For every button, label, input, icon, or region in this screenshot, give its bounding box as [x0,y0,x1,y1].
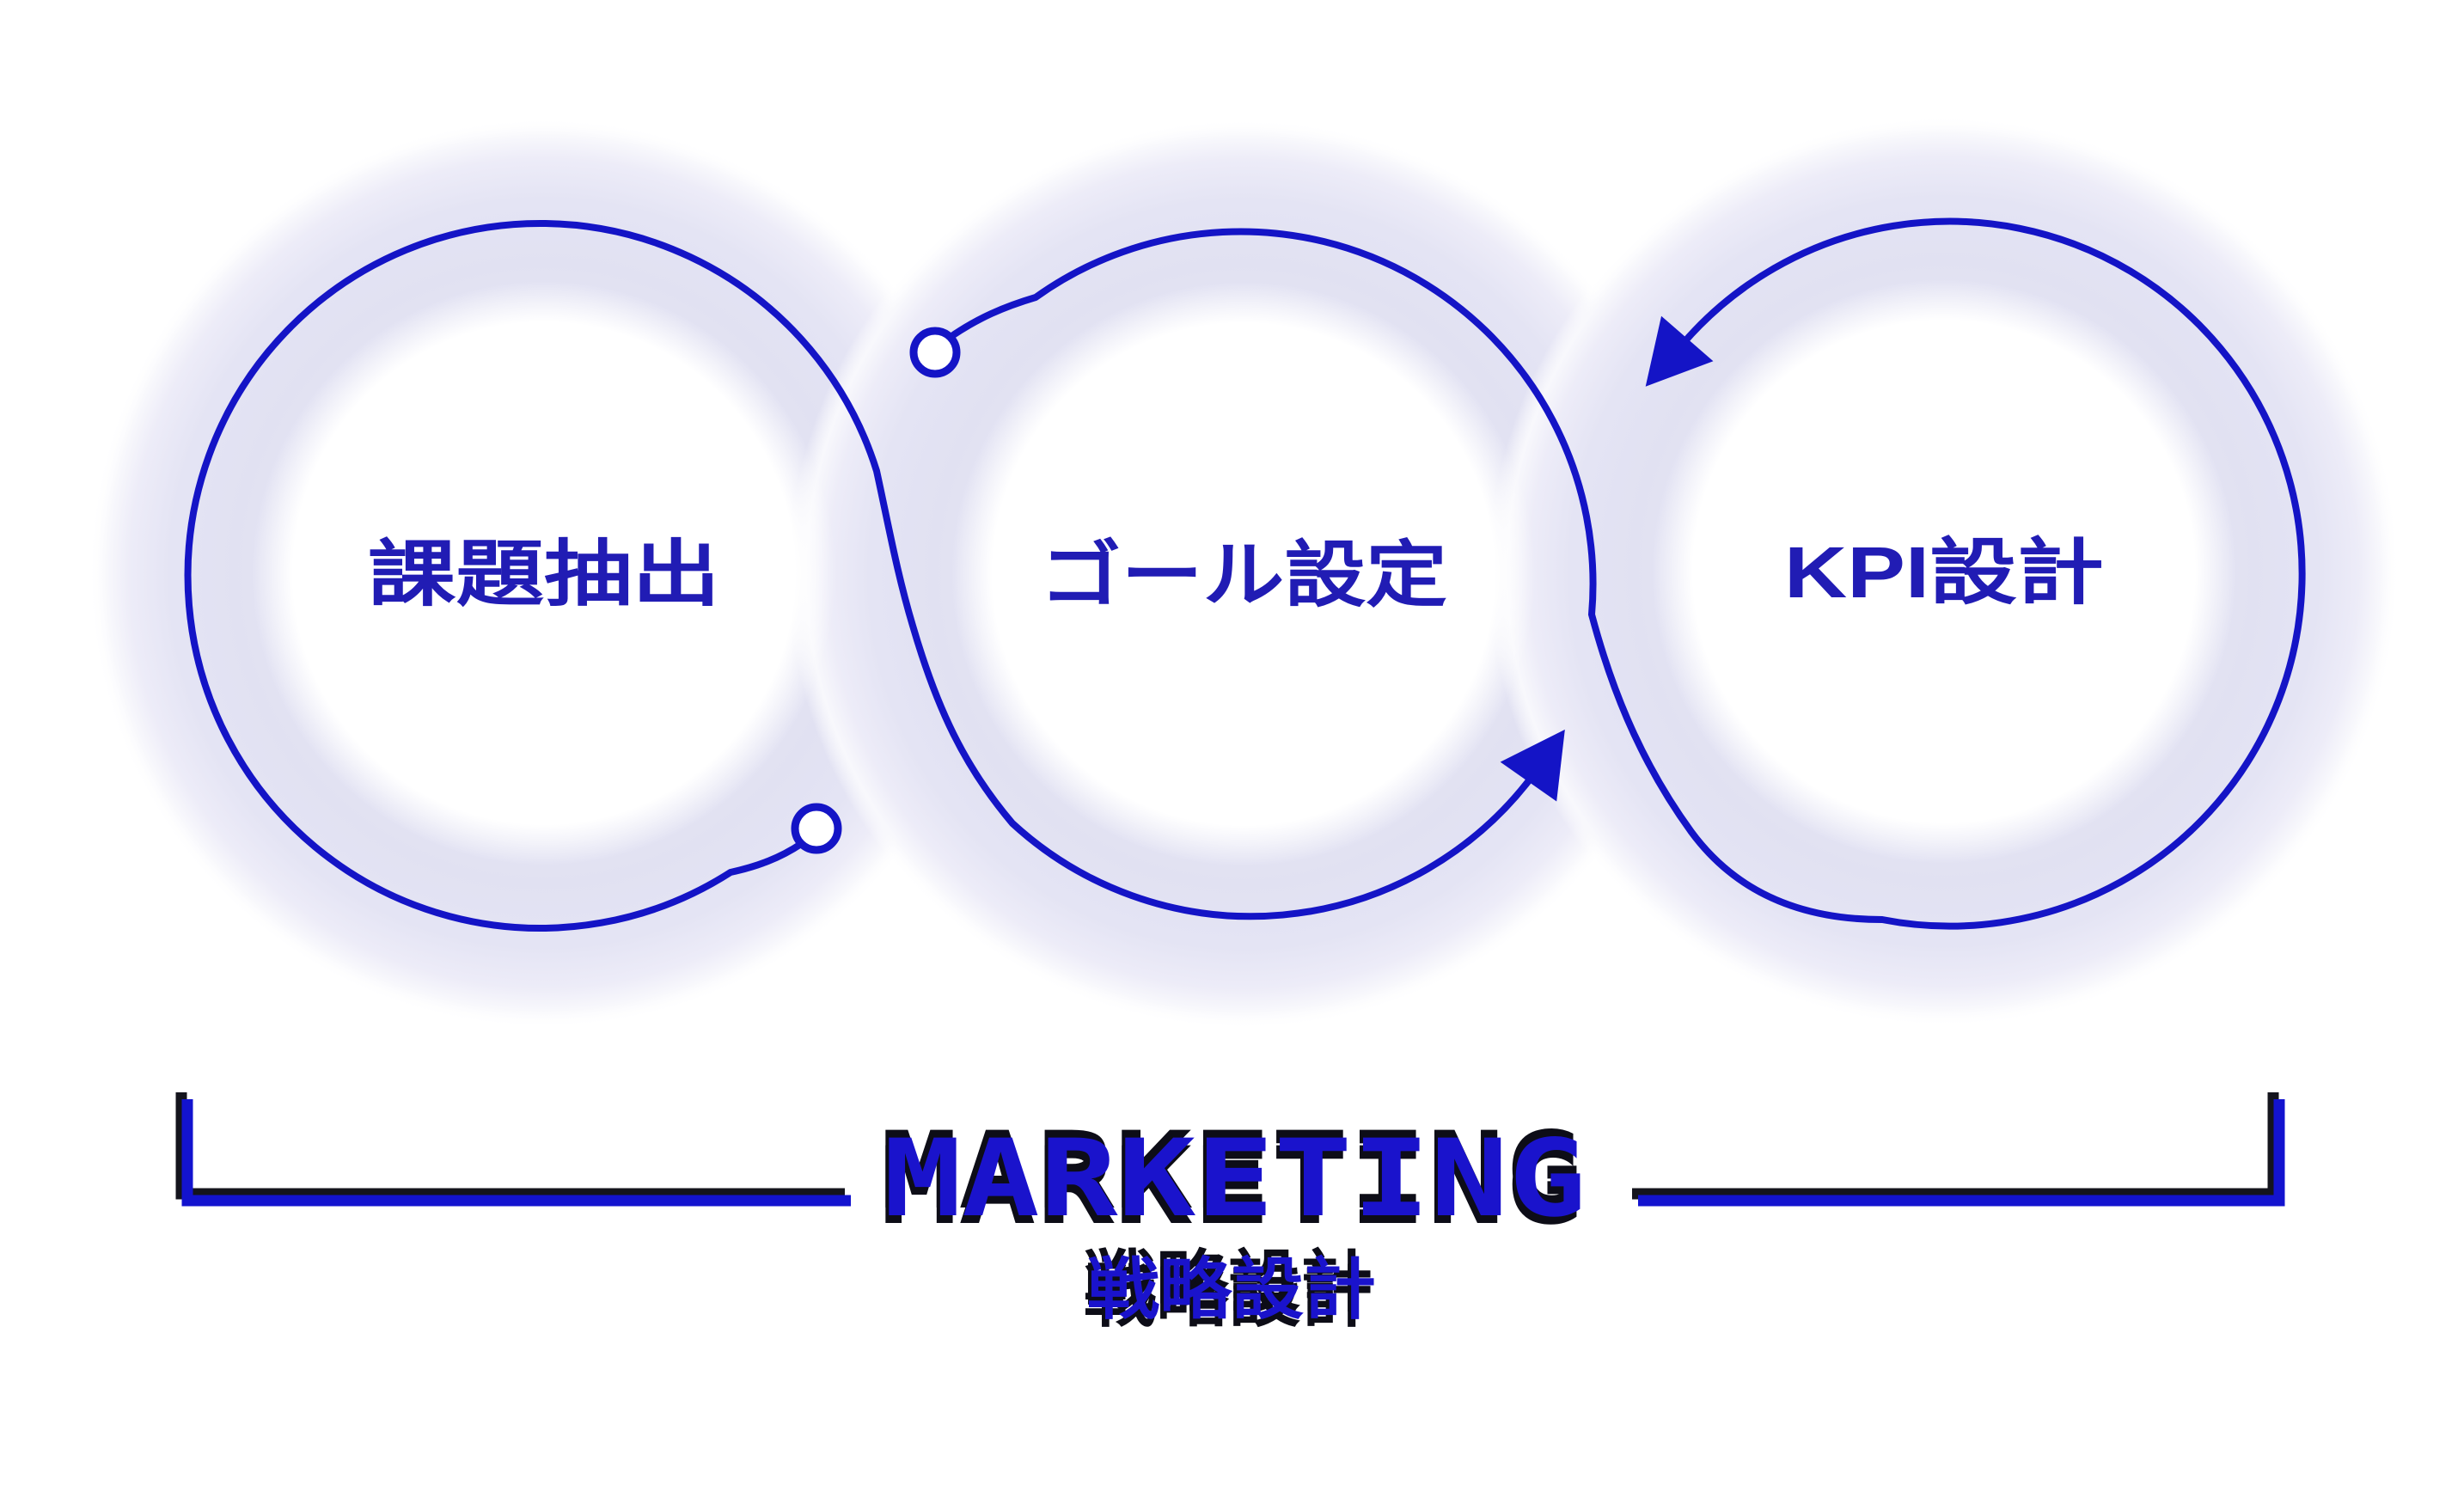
caption-title-en-shadow-top: MARKETING [880,1110,1583,1233]
caption-title-en-shadow-bottom: MARKETING [880,1125,1583,1249]
step3-label: KPI設計 [1784,532,2104,613]
caption-title-ja-shadow-bottom: 戦略設計 [1084,1259,1373,1335]
step2-label: ゴール設定 [1040,535,1447,615]
step1-label: 課題抽出 [368,534,720,614]
caption-title-ja-text: 戦略設計 [1087,1251,1376,1327]
step1-circle [252,281,836,865]
caption-title-en-text: MARKETING [883,1117,1587,1241]
caption-title-ja: 戦略設計 戦略設計 戦略設計 [1084,1244,1376,1335]
step3-circle [1652,279,2236,864]
caption-bracket [181,1099,2285,1207]
flow-start-ring-icon [909,327,961,378]
step2-circle [951,282,1536,866]
caption-title-en: MARKETING MARKETING MARKETING [880,1110,1587,1249]
flow-arrowhead-up-right-icon [1500,729,1565,802]
flow-arrowhead-down-left-icon [1645,315,1714,387]
flow-path-2 [947,217,2306,930]
flow-start-ring-icon [791,803,842,854]
caption-title-ja-shadow-top: 戦略設計 [1084,1244,1373,1319]
caption-bracket-shadow [175,1092,2279,1200]
flow-path-1 [184,219,1536,932]
